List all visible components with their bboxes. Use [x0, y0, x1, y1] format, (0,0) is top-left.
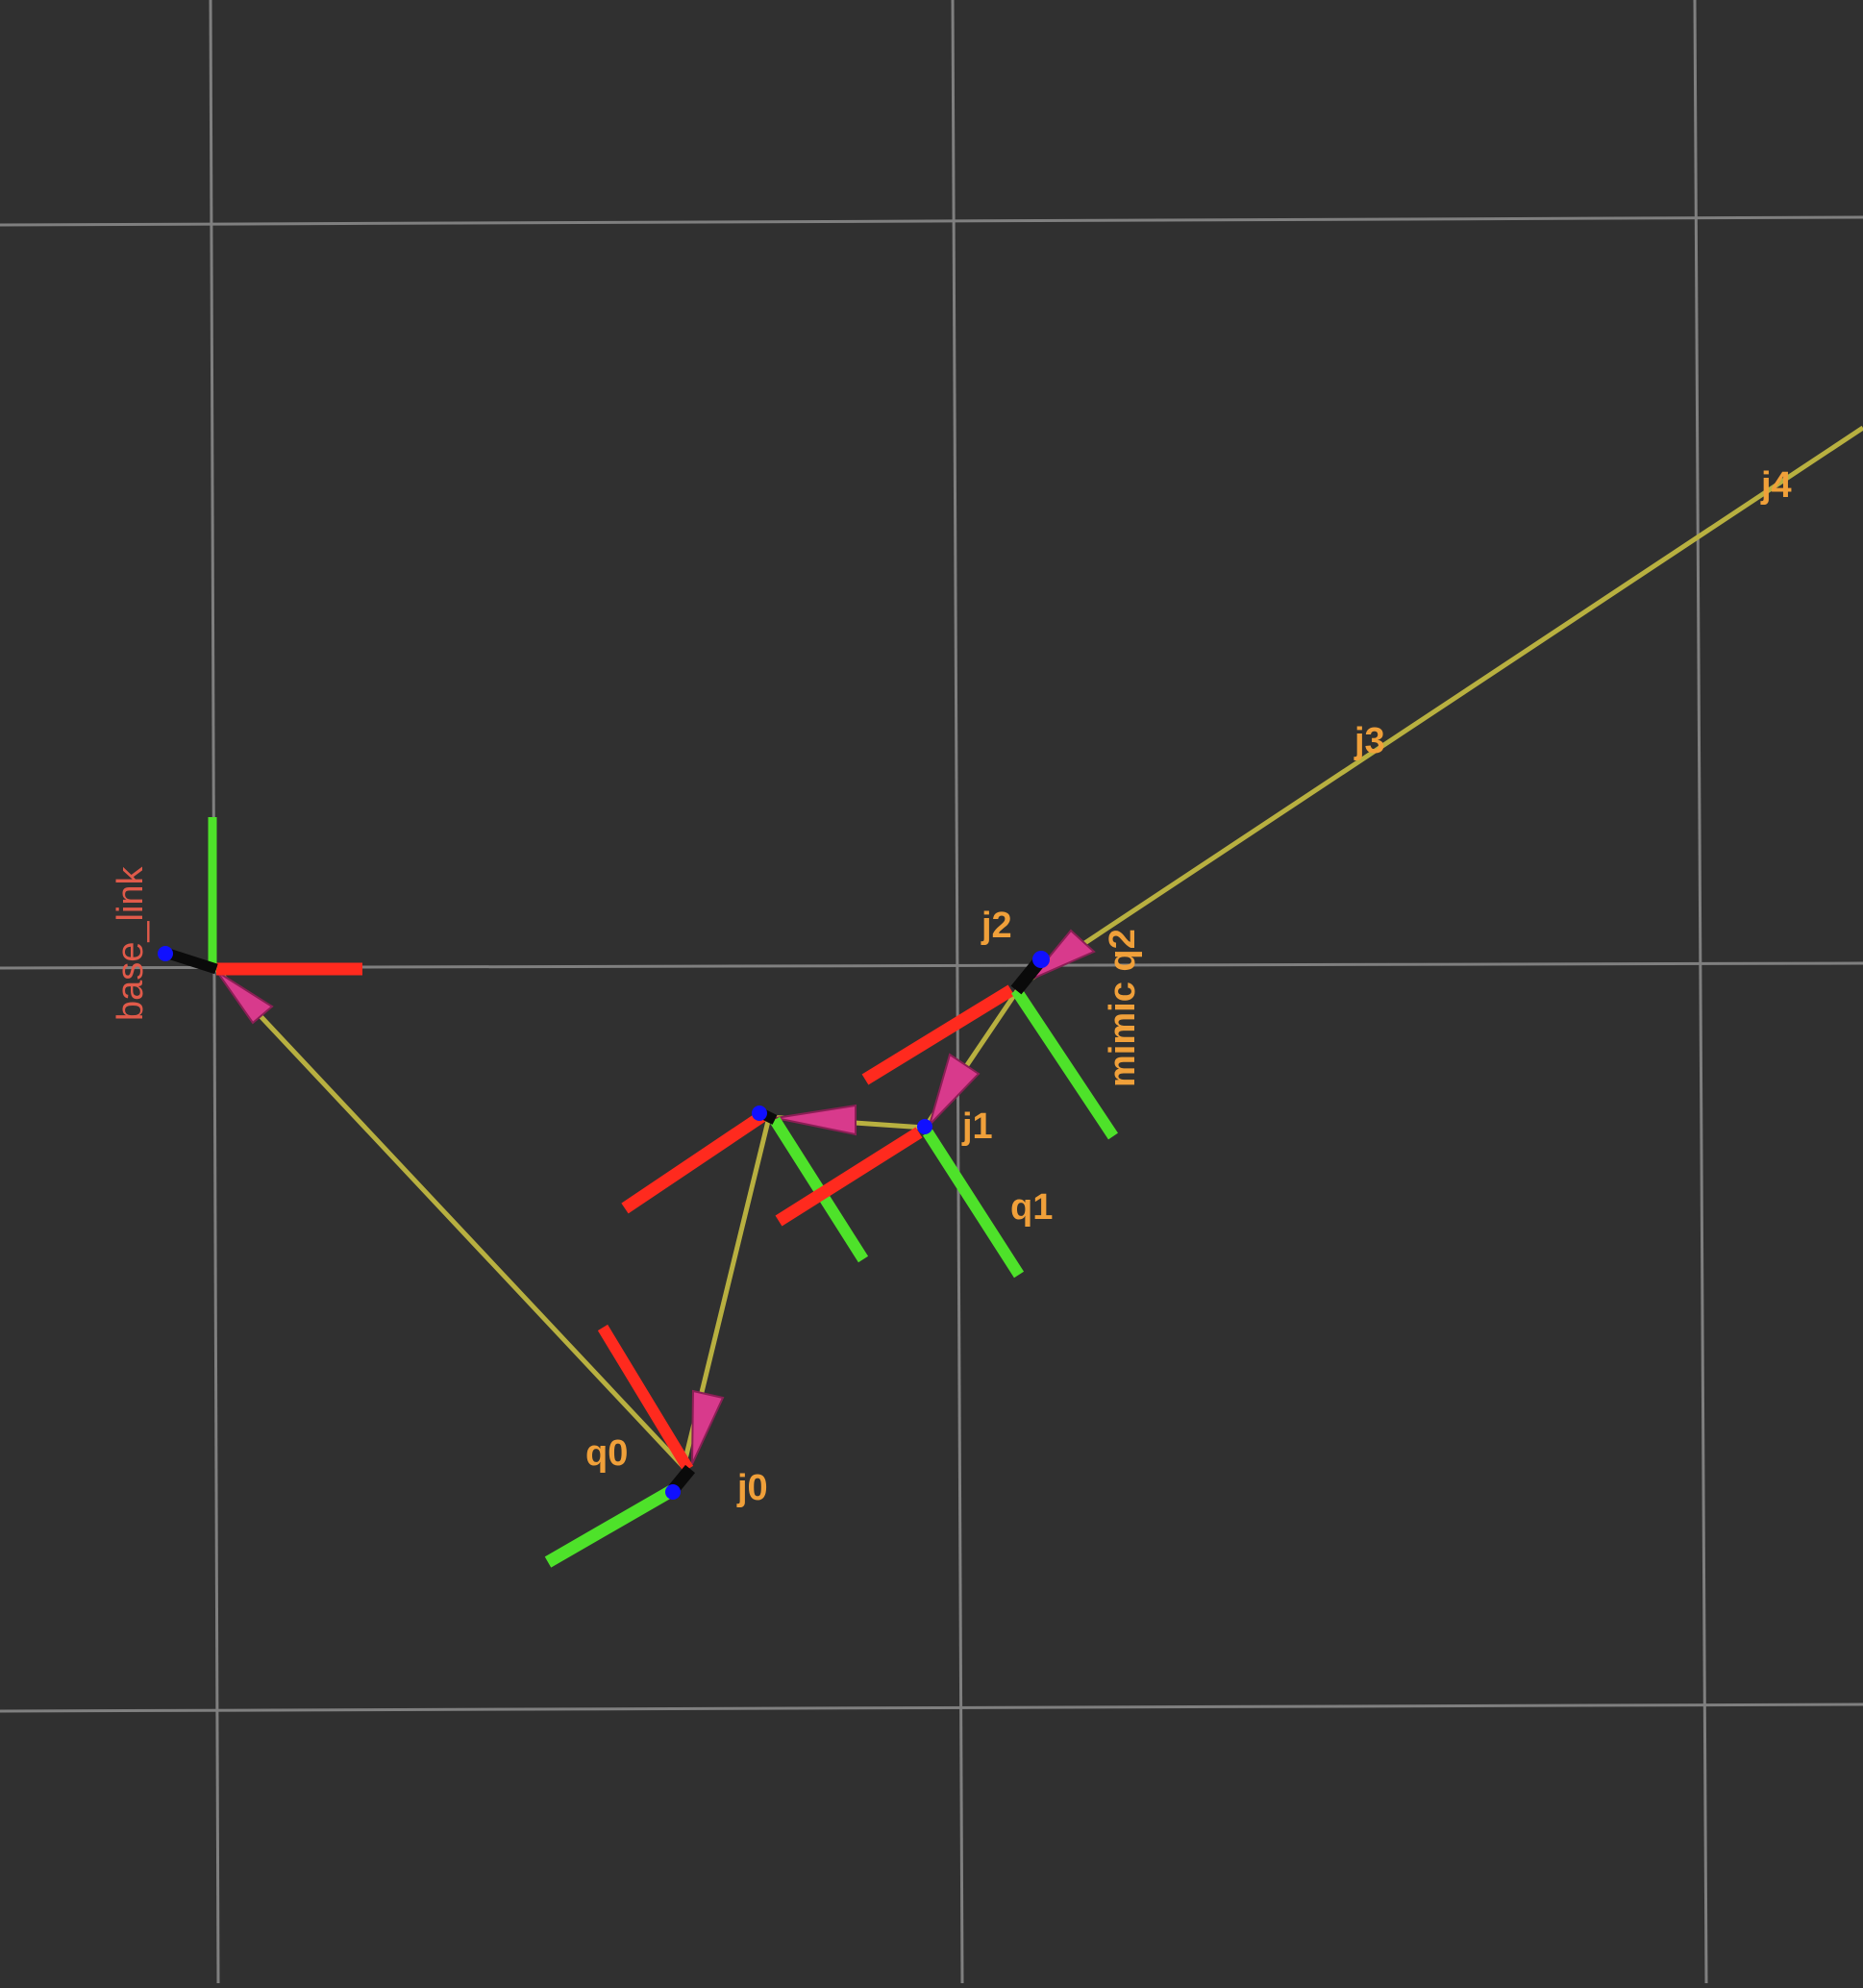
arrow-marker — [216, 971, 274, 1025]
frame-origin — [1032, 951, 1050, 968]
arrow-marker — [929, 1053, 981, 1126]
x-axis — [775, 1127, 923, 1227]
x-axis — [861, 984, 1015, 1085]
joint-label-j4: j4 — [1760, 465, 1792, 506]
grid-line — [0, 215, 1863, 227]
frame-origin — [158, 946, 173, 961]
grid-line — [209, 0, 220, 1984]
tf-arrows — [216, 929, 1096, 1465]
x-axis — [597, 1324, 694, 1473]
link-base-to-j0 — [214, 967, 685, 1469]
frame-j2-axes — [861, 951, 1118, 1140]
z-axis — [163, 947, 218, 975]
link-j2-to-end — [1019, 425, 1863, 988]
y-axis — [1011, 986, 1118, 1140]
frame-base-link-axes — [158, 817, 362, 976]
joint-label-j0: j0 — [736, 1468, 768, 1508]
y-axis — [544, 1484, 677, 1568]
joint-label-j1: j1 — [961, 1106, 993, 1147]
joint-value-label-q1: q1 — [1010, 1187, 1053, 1228]
frame-origin — [665, 1484, 681, 1500]
frame-j0-axes — [544, 1324, 696, 1568]
grid-line — [0, 1702, 1863, 1713]
arrow-marker — [775, 1104, 857, 1136]
joint-label-j2: j2 — [981, 906, 1012, 946]
grid-line — [1693, 0, 1708, 1984]
joint-label-j3: j3 — [1354, 721, 1385, 761]
frame-origin — [917, 1119, 932, 1134]
joint-value-label-q0: q0 — [585, 1433, 628, 1474]
frame-j1-axes — [775, 1119, 1025, 1279]
arrow-marker — [691, 1389, 725, 1465]
frame-label-base-link: base_link — [111, 865, 151, 1021]
grid-line — [951, 0, 964, 1984]
frame-origin — [752, 1106, 767, 1121]
joint-value-label-mimic-q2: mimic q2 — [1103, 929, 1143, 1087]
y-axis — [922, 1129, 1025, 1279]
x-axis — [621, 1110, 766, 1214]
arrow-marker — [1030, 929, 1096, 981]
